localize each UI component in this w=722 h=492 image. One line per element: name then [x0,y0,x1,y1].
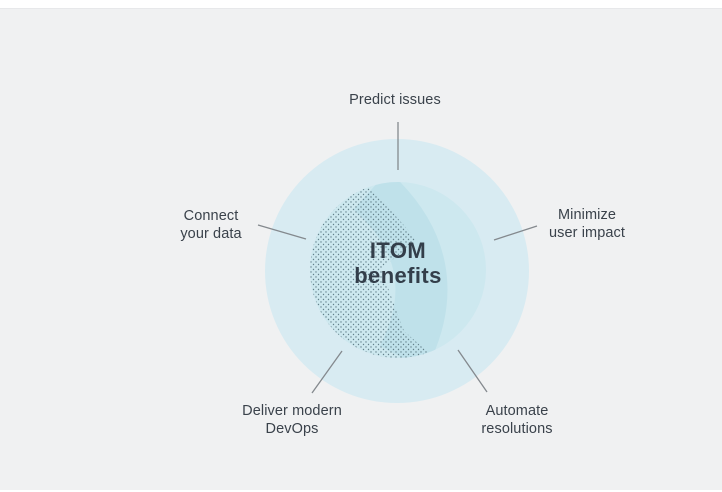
connector-line-bottom-right [457,349,488,393]
connector-line-right [493,225,538,241]
benefit-label-line: resolutions [481,420,553,437]
benefit-label-line: DevOps [265,420,319,437]
benefit-label-line: Minimize [558,207,616,223]
benefit-label-connect-your-data: Connect your data [131,208,291,243]
benefit-label-line: Connect [183,208,239,224]
shade-band [353,182,448,358]
connector-line-left [257,224,307,240]
benefit-label-automate-resolutions: Automate resolutions [437,403,597,438]
benefit-label-minimize-user-impact: Minimize user impact [507,207,667,242]
center-title-line1: ITOM [369,238,427,263]
benefit-label-predict-issues: Predict issues [315,91,475,109]
center-title: ITOM benefits [318,238,478,288]
benefit-label-line: Predict issues [349,92,441,108]
benefit-label-deliver-modern-devops: Deliver modern DevOps [212,403,372,438]
benefit-label-line: Deliver modern [242,403,342,419]
connector-lines [257,122,538,394]
diagram-canvas: ITOM benefits Predict issues Minimize us… [0,8,722,490]
benefit-label-line: user impact [548,224,626,241]
connector-line-bottom-left [311,350,343,394]
benefit-label-line: Automate [485,403,549,419]
benefit-label-line: your data [180,225,242,242]
center-title-line2: benefits [354,263,442,288]
